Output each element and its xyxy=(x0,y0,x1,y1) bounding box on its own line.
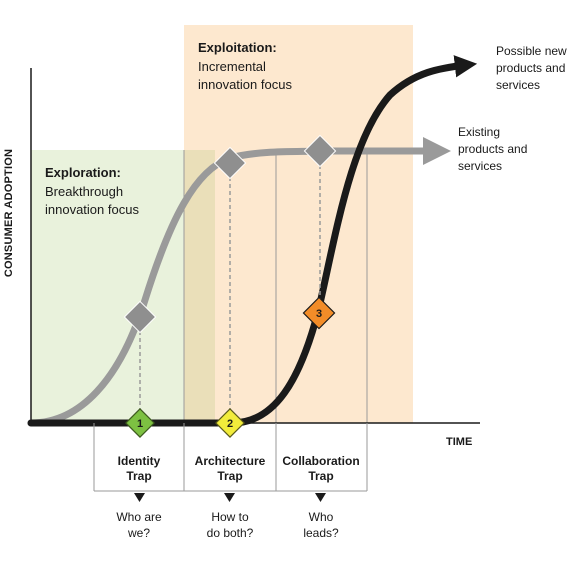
identity-trap-title-line-1: Identity xyxy=(118,454,161,468)
collaboration-question-line-2: leads? xyxy=(303,526,339,540)
new-products-label-line-1: Possible new xyxy=(496,44,567,58)
exploitation-subtitle-line-1: Incremental xyxy=(198,59,266,74)
architecture-trap-title-line-1: Architecture xyxy=(195,454,266,468)
architecture-question-line-1: How to xyxy=(211,510,249,524)
exploitation-title: Exploitation: xyxy=(198,40,277,55)
collaboration-trap-title-line-1: Collaboration xyxy=(282,454,359,468)
svg-text:1: 1 xyxy=(137,418,143,430)
exploration-subtitle-line-2: innovation focus xyxy=(45,202,139,217)
existing-products-label-line-3: services xyxy=(458,159,502,173)
x-axis-label: TIME xyxy=(446,436,472,448)
existing-products-label-line-2: products and xyxy=(458,142,527,156)
svg-text:2: 2 xyxy=(227,418,233,430)
exploration-title: Exploration: xyxy=(45,165,121,180)
collaboration-trap-title-line-2: Trap xyxy=(308,469,333,483)
new-products-label-line-3: services xyxy=(496,78,540,92)
down-triangles xyxy=(134,493,326,502)
collaboration-question-line-1: Who xyxy=(309,510,334,524)
architecture-question-line-2: do both? xyxy=(207,526,254,540)
existing-products-label-line-1: Existing xyxy=(458,125,500,139)
svg-text:3: 3 xyxy=(316,308,322,320)
architecture-trap-title-line-2: Trap xyxy=(217,469,242,483)
identity-question-line-1: Who are xyxy=(116,510,162,524)
exploration-subtitle-line-1: Breakthrough xyxy=(45,184,123,199)
exploitation-subtitle-line-2: innovation focus xyxy=(198,77,292,92)
new-products-label-line-2: products and xyxy=(496,61,565,75)
identity-question-line-2: we? xyxy=(127,526,150,540)
y-axis-label: CONSUMER ADOPTION xyxy=(3,149,15,277)
down-triangle-icon xyxy=(315,493,326,502)
down-triangle-icon xyxy=(134,493,145,502)
identity-trap-title-line-2: Trap xyxy=(126,469,151,483)
down-triangle-icon xyxy=(224,493,235,502)
